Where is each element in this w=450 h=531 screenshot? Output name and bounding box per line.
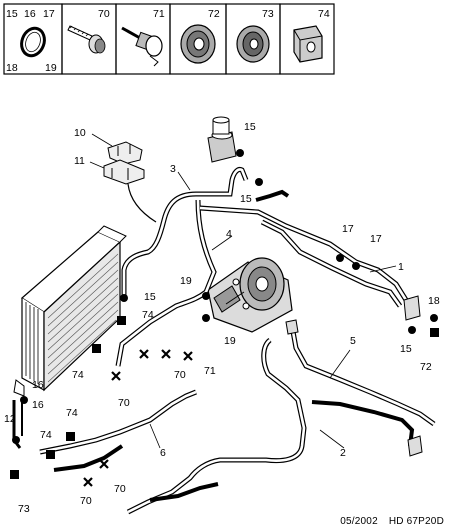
grommet-markers: [10, 316, 439, 479]
callout-73: 73: [18, 503, 30, 515]
callout-5: 5: [350, 335, 356, 347]
stud-nut-icon: [121, 26, 163, 67]
cell-label-70: 70: [98, 8, 110, 20]
callout-1: 1: [398, 261, 404, 273]
callout-16-lower: 16: [32, 399, 44, 411]
parts-cell-74: 74: [279, 3, 335, 75]
callout-10: 10: [74, 127, 86, 139]
callout-74-left: 74: [72, 369, 84, 381]
pipe-lower-hose: [53, 444, 124, 472]
bolt-markers: [83, 349, 193, 487]
callout-11: 11: [74, 155, 85, 167]
callout-19-bottom: 19: [224, 335, 236, 347]
cell-label-71: 71: [153, 8, 165, 20]
bracket-leader: [127, 183, 157, 223]
callout-12: 12: [4, 413, 16, 425]
callout-6: 6: [160, 447, 166, 459]
callout-16-top: 16: [32, 379, 44, 391]
callout-15-dryer: 15: [244, 121, 256, 133]
bolt-screw-icon: [67, 25, 106, 54]
callout-74-bottom: 74: [40, 429, 52, 441]
callout-70-bottom: 70: [80, 495, 92, 507]
callout-19-top: 19: [180, 275, 192, 287]
callout-15-left: 15: [144, 291, 156, 303]
clip-nut-icon: [293, 25, 323, 63]
callout-3: 3: [170, 163, 176, 175]
o-ring-seal-icon: [20, 26, 46, 58]
callout-74-top: 74: [142, 309, 154, 321]
condenser-radiator: [13, 225, 127, 397]
callout-74-lower: 74: [66, 407, 78, 419]
callout-17-left: 17: [342, 223, 354, 235]
callout-70-lower: 70: [114, 483, 126, 495]
pipe-bracket-10: [107, 141, 143, 165]
cell-label-72: 72: [208, 8, 220, 20]
cell-label-73: 73: [262, 8, 274, 20]
parts-cell-seals: 15 16 17 18 19: [3, 3, 63, 75]
callout-72: 72: [420, 361, 432, 373]
callout-4: 4: [226, 228, 232, 240]
cell-label-16: 16: [24, 8, 36, 20]
grommet-large-icon: [180, 24, 216, 64]
callout-71: 71: [204, 365, 216, 377]
callout-15-upper: 15: [240, 193, 252, 205]
cell-label-18: 18: [6, 62, 18, 74]
callout-17-right: 17: [370, 233, 382, 245]
leader-lines: [89, 133, 397, 449]
grommet-small-icon: [236, 25, 270, 63]
callout-70-left: 70: [118, 397, 130, 409]
callout-2: 2: [340, 447, 346, 459]
pipe-bracket-11: [103, 159, 145, 185]
diagram-footer: 05/2002 HD 67P20D: [332, 516, 444, 527]
cell-label-19: 19: [45, 62, 57, 74]
ac-compressor: [207, 257, 293, 333]
footer-code: HD 67P20D: [388, 516, 444, 527]
pipe-clips-right: [285, 295, 423, 457]
parts-cell-72: 72: [169, 3, 227, 75]
callout-labels: 1 2 3 4 5 6 10 11 12 15 15 15 15 16 16 1…: [4, 121, 440, 515]
cell-label-15: 15: [6, 8, 18, 20]
cell-label-74: 74: [318, 8, 330, 20]
ac-pipes: [12, 167, 436, 515]
footer-date: 05/2002: [340, 516, 378, 527]
seal-markers: [12, 149, 438, 444]
parts-legend-strip: 15 16 17 18 19 70 71 72: [3, 3, 335, 75]
callout-70-mid: 70: [174, 369, 186, 381]
receiver-dryer: [207, 116, 237, 163]
callout-15-right: 15: [400, 343, 412, 355]
callout-18: 18: [428, 295, 440, 307]
cell-label-17: 17: [43, 8, 55, 20]
